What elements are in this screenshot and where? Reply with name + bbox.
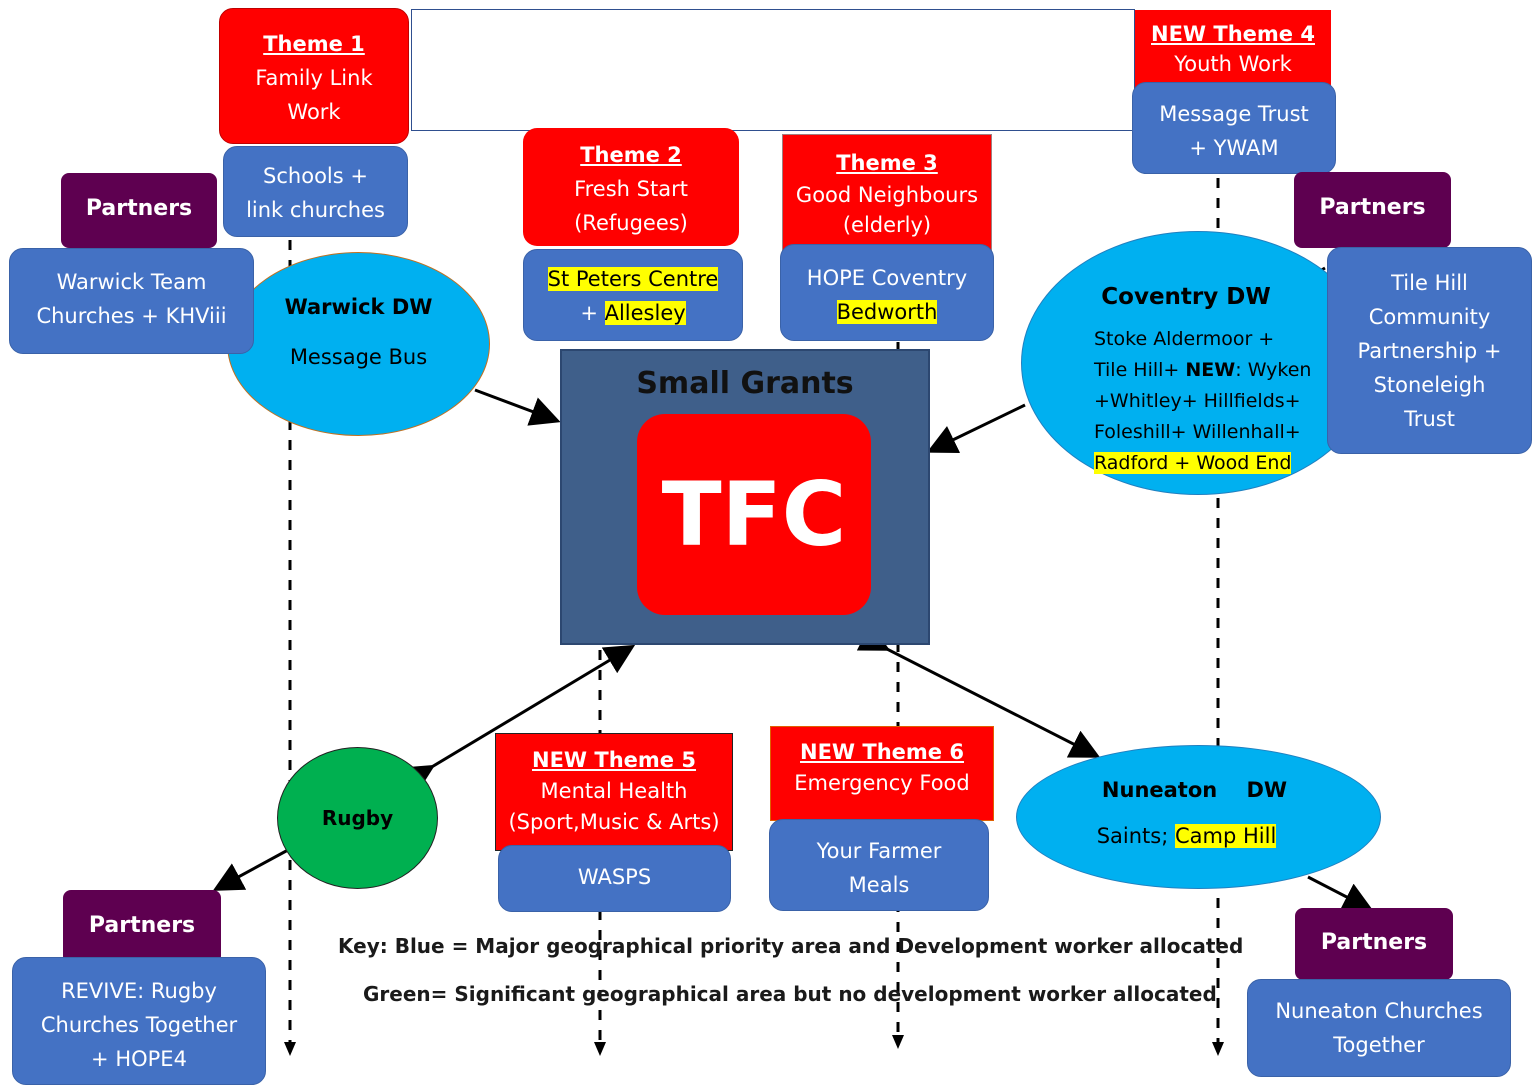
theme2-partner-line2: Allesley xyxy=(604,301,686,325)
coventry-partners-header: Partners xyxy=(1294,172,1451,248)
small-grants-title: Small Grants xyxy=(636,366,854,401)
theme1-line1: Family Link xyxy=(255,66,373,90)
theme5-title: NEW Theme 5 xyxy=(532,748,696,772)
rugby-area: Rugby xyxy=(277,747,438,889)
rugby-partners-line2: Churches Together xyxy=(40,1013,238,1037)
rugby-title: Rugby xyxy=(321,806,394,830)
coventry-line1: Stoke Aldermoor + xyxy=(1094,328,1275,350)
coventry-partners-line3: Partnership + xyxy=(1357,339,1502,363)
theme1-arrowhead xyxy=(284,1042,296,1056)
theme4-line1: Youth Work xyxy=(1174,52,1292,76)
theme4-title: NEW Theme 4 xyxy=(1151,22,1315,46)
theme4-box: NEW Theme 4 Youth Work xyxy=(1135,10,1331,90)
nuneaton-title: Nuneaton DW xyxy=(1101,778,1288,802)
theme1-partner-line2: link churches xyxy=(246,198,385,222)
coventry-partners-line4: Stoneleigh xyxy=(1373,373,1486,397)
rugby-partners-line1: REVIVE: Rugby xyxy=(61,979,217,1003)
warwick-partners-line2: Churches + KHViii xyxy=(36,304,227,328)
tfc-logo: TFC xyxy=(637,414,871,615)
tfc-logo-text: TFC xyxy=(661,463,847,566)
theme3-title: Theme 3 xyxy=(836,151,938,175)
nuneaton-partners-box: Nuneaton Churches Together xyxy=(1247,979,1511,1077)
coventry-text: Stoke Aldermoor + Tile Hill+ NEW: Wyken … xyxy=(1094,324,1334,479)
theme3-line2: (elderly) xyxy=(842,213,932,237)
key-line1: Key: Blue = Major geographical priority … xyxy=(338,934,1244,958)
theme1-title: Theme 1 xyxy=(263,32,365,56)
theme3-box: Theme 3 Good Neighbours (elderly) xyxy=(782,134,992,252)
coventry-partners-line1: Tile Hill xyxy=(1391,271,1468,295)
theme3-line1: Good Neighbours xyxy=(795,183,979,207)
rugby-partners-header: Partners xyxy=(63,890,221,964)
theme5-line1: Mental Health xyxy=(540,779,688,803)
rugby-center-arrow xyxy=(401,644,636,794)
theme6-title: NEW Theme 6 xyxy=(800,740,964,764)
coventry-line2a: Tile Hill+ xyxy=(1094,359,1186,381)
theme5-partner-line1: WASPS xyxy=(577,865,652,889)
theme6-partner-line2: Meals xyxy=(848,873,910,897)
theme5-partner-box: WASPS xyxy=(498,845,731,912)
theme3-partner-line1: HOPE Coventry xyxy=(806,266,968,290)
warwick-title: Warwick DW xyxy=(284,295,433,319)
warwick-sub: Message Bus xyxy=(289,345,428,369)
coventry-line3: +Whitley+ Hillfields+ xyxy=(1094,390,1301,412)
theme6-box: NEW Theme 6 Emergency Food xyxy=(770,726,994,821)
coventry-line5: Radford + Wood End xyxy=(1094,452,1292,474)
theme3-arrowhead xyxy=(892,1035,904,1049)
theme2-line2: (Refugees) xyxy=(574,211,688,235)
theme2-partner-box: St Peters Centre + Allesley xyxy=(523,249,743,341)
coventry-line2c: : Wyken xyxy=(1235,359,1312,381)
key-line2: Green= Significant geographical area but… xyxy=(363,982,1217,1006)
nuneaton-partners-line1: Nuneaton Churches xyxy=(1275,999,1483,1023)
coventry-partners-line5: Trust xyxy=(1404,407,1455,431)
coventry-to-center-arrow xyxy=(926,403,1026,454)
header-box xyxy=(411,9,1135,131)
theme4-partner-box: Message Trust + YWAM xyxy=(1132,82,1336,174)
theme1-partner-line1: Schools + xyxy=(263,164,368,188)
nuneaton-center-arrow xyxy=(856,623,1101,758)
theme2-arrowhead xyxy=(594,1042,606,1056)
theme6-partner-line1: Your Farmer xyxy=(816,839,942,863)
theme1-line2: Work xyxy=(287,100,341,124)
theme2-box: Theme 2 Fresh Start (Refugees) xyxy=(523,128,739,246)
theme4-partner-line1: Message Trust xyxy=(1159,102,1309,126)
theme5-box: NEW Theme 5 Mental Health (Sport,Music &… xyxy=(495,733,733,851)
coventry-partners-box: Tile Hill Community Partnership + Stonel… xyxy=(1327,247,1532,454)
theme2-line1: Fresh Start xyxy=(574,177,688,201)
theme3-partner-box: HOPE Coventry Bedworth xyxy=(780,244,994,341)
theme1-partner-box: Schools + link churches xyxy=(223,146,408,237)
warwick-area: Warwick DW Message Bus xyxy=(227,252,490,436)
theme2-partner-plus: + xyxy=(580,301,605,325)
nuneaton-partners-arrow xyxy=(1307,875,1374,911)
coventry-title: Coventry DW xyxy=(1101,284,1271,310)
theme2-title: Theme 2 xyxy=(580,143,682,167)
nuneaton-partners-line2: Together xyxy=(1333,1033,1425,1057)
warwick-partners-line1: Warwick Team xyxy=(56,270,207,294)
theme5-line2: (Sport,Music & Arts) xyxy=(508,810,720,834)
nuneaton-sub-a: Saints; xyxy=(1096,824,1175,848)
theme6-partner-box: Your Farmer Meals xyxy=(769,819,989,911)
warwick-to-center-arrow xyxy=(474,388,561,426)
nuneaton-area: Nuneaton DW Saints; Camp Hill xyxy=(1016,745,1381,889)
theme1-box: Theme 1 Family Link Work xyxy=(219,8,409,144)
theme2-partner-line1: St Peters Centre xyxy=(547,267,719,291)
coventry-area xyxy=(1021,231,1375,495)
nuneaton-partners-header: Partners xyxy=(1295,908,1453,980)
rugby-partners-line3: + HOPE4 xyxy=(91,1047,187,1071)
theme3-partner-line2: Bedworth xyxy=(836,300,938,324)
theme4-arrowhead xyxy=(1212,1042,1224,1056)
theme4-partner-line2: + YWAM xyxy=(1189,136,1279,160)
nuneaton-sub-b: Camp Hill xyxy=(1174,824,1277,848)
coventry-line4: Foleshill+ Willenhall+ xyxy=(1094,421,1301,443)
rugby-partners-arrow xyxy=(212,848,289,891)
theme6-line1: Emergency Food xyxy=(794,771,970,795)
coventry-partners-line2: Community xyxy=(1368,305,1491,329)
coventry-line2b: NEW xyxy=(1185,359,1236,381)
warwick-partners-header: Partners xyxy=(61,173,217,248)
warwick-partners-box: Warwick Team Churches + KHViii xyxy=(9,248,254,354)
rugby-partners-box: REVIVE: Rugby Churches Together + HOPE4 xyxy=(12,957,266,1085)
